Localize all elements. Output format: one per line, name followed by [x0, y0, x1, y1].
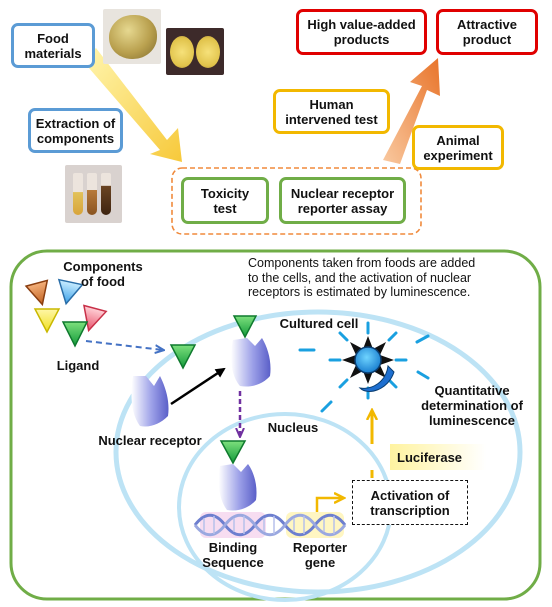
toxicity-line1: Toxicity	[200, 185, 250, 201]
extraction-box: Extraction of components	[28, 108, 123, 153]
receptor-in-nucleus	[218, 464, 257, 511]
potato-photo	[103, 9, 161, 64]
extraction-line1: Extraction of	[35, 115, 116, 131]
quantitative-line1: Quantitative	[434, 383, 510, 398]
luminescence-sun-icon	[298, 321, 430, 413]
components-line1: Components	[63, 259, 143, 274]
luciferase-highlight	[390, 444, 486, 470]
luciferase-label: Luciferase	[397, 450, 463, 465]
activation-line2: transcription	[370, 502, 450, 518]
description-line3: receptors is estimated by luminescence.	[248, 285, 471, 299]
food-materials-box: Food materials	[11, 23, 95, 68]
attractive-line2: product	[462, 32, 512, 47]
reporter-step-arrow	[315, 498, 342, 512]
nuclear-assay-line1: Nuclear receptor	[290, 185, 395, 201]
receptor-bound	[231, 338, 271, 387]
nucleus-label: Nucleus	[267, 420, 319, 435]
activation-box: Activation of transcription	[352, 480, 468, 525]
receptor-free	[131, 376, 169, 427]
cultured-cell-outline	[113, 309, 523, 595]
activation-line1: Activation of	[370, 487, 450, 503]
human-test-box: Human intervened test	[273, 89, 390, 134]
human-test-line2: intervened test	[285, 111, 378, 127]
human-test-line1: Human	[309, 96, 354, 112]
flow-arrow-to-product	[383, 58, 440, 164]
extraction-line2: components	[36, 130, 115, 146]
nuclear-assay-box: Nuclear receptor reporter assay	[279, 177, 406, 224]
test-tubes-photo	[65, 165, 122, 223]
food-component-triangles	[24, 278, 108, 348]
cut-potato-photo	[166, 28, 224, 75]
attractive-product-box: Attractive product	[436, 9, 538, 55]
assay-group-outline	[171, 167, 422, 235]
toxicity-line2: test	[213, 200, 237, 216]
flow-arrow-to-assay	[82, 48, 182, 162]
animal-line1: Animal	[436, 132, 480, 148]
binding-line1: Binding	[208, 540, 258, 555]
attractive-line1: Attractive	[457, 17, 517, 32]
binding-line2: Sequence	[202, 555, 264, 570]
ligand-label: Ligand	[56, 358, 100, 373]
quantitative-line3: luminescence	[429, 413, 515, 428]
reporter-gene-label: Reporter gene	[284, 540, 356, 570]
description-line2: to the cells, and the activation of nucl…	[248, 270, 472, 285]
reporter-line2: gene	[304, 555, 336, 570]
description-text: Components taken from foods are added to…	[248, 256, 528, 300]
ligand-triangle	[169, 344, 197, 370]
dna-strand	[193, 512, 347, 538]
bound-ligand-triangle	[232, 315, 258, 339]
animal-experiment-box: Animal experiment	[412, 125, 504, 170]
high-value-box: High value-added products	[296, 9, 427, 55]
binding-arrow	[170, 367, 226, 406]
components-line2: of food	[80, 274, 126, 289]
moon-icon	[358, 364, 395, 392]
food-materials-line2: materials	[24, 45, 82, 61]
animal-line2: experiment	[423, 147, 493, 163]
description-line1: Components taken from foods are added	[248, 256, 476, 270]
binding-sequence-label: Binding Sequence	[198, 540, 268, 570]
quantitative-line2: determination of	[421, 398, 523, 413]
food-materials-line1: Food	[37, 30, 69, 46]
reporter-line1: Reporter	[292, 540, 348, 555]
components-of-food-label: Components of food	[58, 259, 148, 289]
high-value-line2: products	[333, 32, 390, 47]
ligand-arrow	[85, 340, 163, 350]
quantitative-label: Quantitative determination of luminescen…	[407, 383, 537, 428]
high-value-line1: High value-added	[307, 17, 416, 32]
nuclear-assay-line2: reporter assay	[297, 200, 388, 216]
nucleus-ligand-triangle	[219, 440, 247, 465]
toxicity-test-box: Toxicity test	[181, 177, 269, 224]
nuclear-receptor-label: Nuclear receptor	[98, 433, 202, 448]
cultured-cell-label: Cultured cell	[279, 316, 359, 331]
